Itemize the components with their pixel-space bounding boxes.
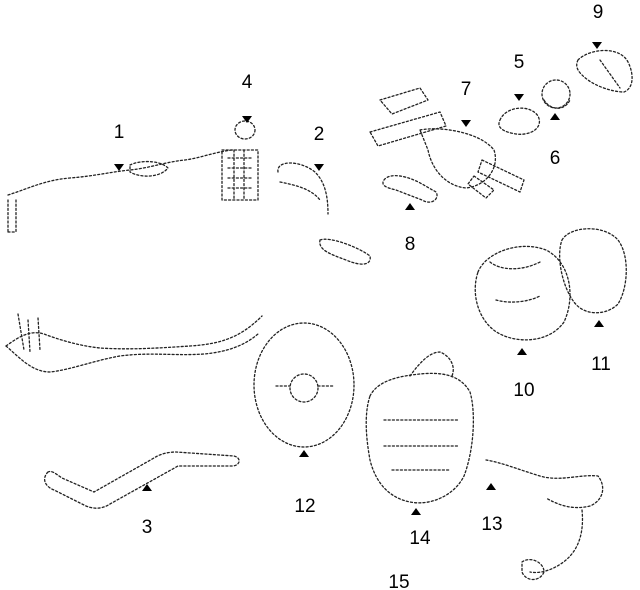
part-8-pin [382,174,438,203]
marker-8 [405,203,415,210]
marker-12 [299,450,309,457]
part-2-tube [277,162,371,265]
part-13-connector-cable [485,459,604,581]
part-6-cap [541,79,571,109]
callout-6: 6 [550,148,561,169]
callout-11: 11 [591,354,611,375]
marker-5 [514,94,524,101]
part-12-oval-plate [253,322,355,448]
callout-1: 1 [114,122,125,143]
marker-9 [592,42,602,49]
callout-12: 12 [294,496,315,517]
callout-15: 15 [388,572,409,590]
part-11-shell [559,228,627,314]
part-14-main-body [365,351,475,504]
marker-10 [517,348,527,355]
marker-3 [142,484,152,491]
callout-10: 10 [513,380,534,401]
part-1-cable [7,149,233,233]
callout-9: 9 [593,2,604,23]
callout-3: 3 [142,517,153,538]
part-5-knob [498,107,540,135]
marker-14 [411,508,421,515]
part-3-bent-rod [43,451,240,509]
callout-markers [114,42,604,515]
callout-4: 4 [242,72,253,93]
marker-11 [594,320,604,327]
callout-8: 8 [405,234,416,255]
callout-7: 7 [461,79,472,100]
callout-labels: 1 2 3 4 5 6 7 8 9 10 11 12 13 14 15 [114,2,611,590]
callout-2: 2 [314,124,325,145]
marker-1 [114,164,124,171]
marker-6 [550,113,560,120]
part-15-long-cable [5,313,263,373]
marker-2 [314,164,324,171]
marker-4 [242,116,252,123]
callout-5: 5 [514,52,525,73]
marker-7 [461,120,471,127]
callout-14: 14 [409,528,431,549]
part-9-housing [576,49,633,93]
part-7-bracket [369,87,525,199]
callout-13: 13 [481,514,502,535]
part-4-mesh-plug [221,120,259,201]
marker-13 [486,483,496,490]
part-10-motor [474,245,571,341]
